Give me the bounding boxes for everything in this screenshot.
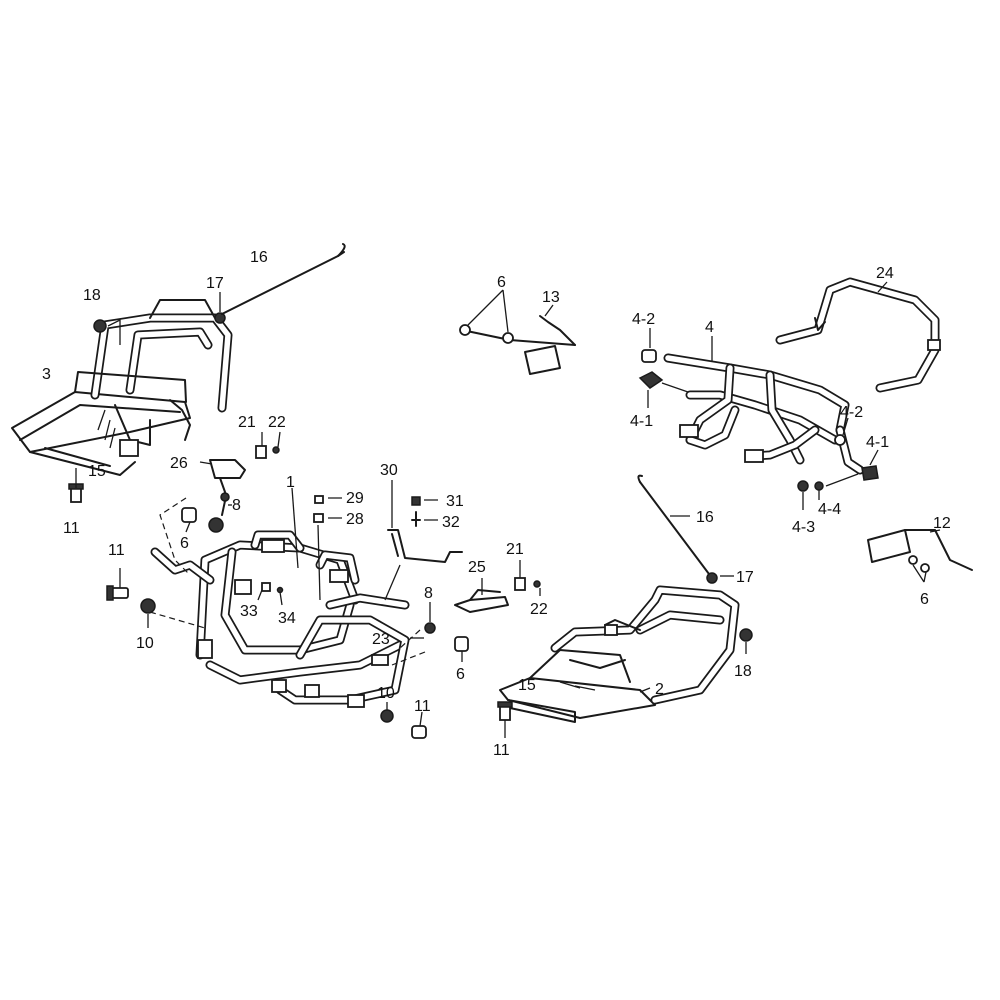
bolt-8-left: [220, 492, 230, 516]
label-15-left: 15: [88, 463, 106, 480]
label-4: 4: [705, 319, 714, 336]
label-4-2-left: 4-2: [632, 311, 655, 328]
label-11-center: 11: [414, 698, 431, 715]
label-23: 23: [372, 631, 390, 648]
rear-rack-part-3: [11, 299, 233, 476]
nut-4-3: [797, 480, 809, 492]
label-28: 28: [346, 511, 364, 528]
label-6-left: 6: [180, 535, 189, 552]
label-4-1-left: 4-1: [630, 413, 653, 430]
collar-21-left: [255, 445, 267, 459]
label-13: 13: [542, 289, 560, 306]
bolt-6-left: [181, 507, 197, 523]
spacer-29: [314, 495, 324, 504]
label-32: 32: [442, 514, 460, 531]
clip-4-1-left: [638, 371, 664, 389]
label-8-left: 8: [232, 497, 241, 514]
label-22-left: 22: [268, 414, 286, 431]
label-16-right: 16: [696, 509, 714, 526]
grommet-17-right: [706, 572, 718, 584]
rod-16-right: [637, 474, 713, 579]
callout-labels: 1 2 3 4 4-1 4-1 4-2 4-2 4-3 4-4 6 6 6 6 …: [42, 249, 951, 759]
cap-4-2-left: [641, 349, 657, 363]
label-2: 2: [655, 681, 664, 698]
label-25: 25: [468, 559, 486, 576]
washer-8-right: [424, 622, 436, 634]
label-18-right: 18: [734, 663, 752, 680]
label-10-center: 10: [377, 685, 395, 702]
label-29: 29: [346, 490, 364, 507]
washer-22-left: [272, 446, 280, 454]
washer-8-left: [208, 517, 224, 533]
label-6-top: 6: [497, 274, 506, 291]
bolt-31: [411, 496, 421, 506]
label-8-right: 8: [424, 585, 433, 602]
label-24: 24: [876, 265, 894, 282]
label-31: 31: [446, 493, 464, 510]
label-4-1-right: 4-1: [866, 434, 889, 451]
washer-10-left: [140, 598, 156, 614]
label-18-left: 18: [83, 287, 101, 304]
washer-22-right: [533, 580, 541, 588]
label-21-left: 21: [238, 414, 256, 431]
bolt-11-left-mid: [106, 585, 129, 601]
label-17-right: 17: [736, 569, 754, 586]
bolt-11-center: [411, 725, 427, 739]
label-6-center: 6: [456, 666, 465, 683]
bolt-11-right: [497, 701, 513, 721]
label-11-top-left: 11: [63, 520, 80, 537]
bracket-30: [387, 529, 463, 563]
nut-18-left: [93, 319, 107, 333]
label-6-right: 6: [920, 591, 929, 608]
cap-4-2-right: [834, 434, 846, 446]
label-1: 1: [286, 474, 295, 491]
label-33: 33: [240, 603, 258, 620]
front-bumper-part-4: [663, 353, 865, 475]
label-30: 30: [380, 462, 398, 479]
guard-bar-part-24: [775, 277, 941, 393]
bracket-13-assembly: [459, 315, 576, 375]
label-12: 12: [933, 515, 951, 532]
label-21-right: 21: [506, 541, 524, 558]
front-rack-part-2: [499, 585, 740, 723]
washer-4-4: [814, 481, 824, 491]
label-34: 34: [278, 610, 296, 627]
bracket-12-assembly: [867, 529, 973, 573]
label-16-left: 16: [250, 249, 268, 266]
bolt-33-34: [261, 582, 284, 594]
label-4-2-right: 4-2: [840, 404, 863, 421]
label-22-right: 22: [530, 601, 548, 618]
nut-6-right: [454, 636, 469, 652]
clip-4-1-right: [861, 465, 879, 481]
main-frame-part-1: [150, 530, 410, 708]
label-10-left: 10: [136, 635, 154, 652]
label-26: 26: [170, 455, 188, 472]
grommet-17-left: [214, 312, 226, 324]
label-15-right: 15: [518, 677, 536, 694]
collar-21-right: [514, 577, 526, 591]
label-11-mid-left: 11: [108, 542, 125, 559]
spacer-28: [313, 513, 324, 523]
label-3: 3: [42, 366, 51, 383]
nut-18-right: [739, 628, 753, 642]
label-4-3: 4-3: [792, 519, 815, 536]
bracket-25: [454, 589, 509, 613]
label-11-right: 11: [493, 742, 510, 759]
rod-16-left: [221, 243, 346, 315]
screw-32: [411, 511, 421, 527]
bracket-26: [209, 459, 246, 493]
label-17-left: 17: [206, 275, 224, 292]
washer-10-center: [380, 709, 394, 723]
label-4-4: 4-4: [818, 501, 841, 518]
